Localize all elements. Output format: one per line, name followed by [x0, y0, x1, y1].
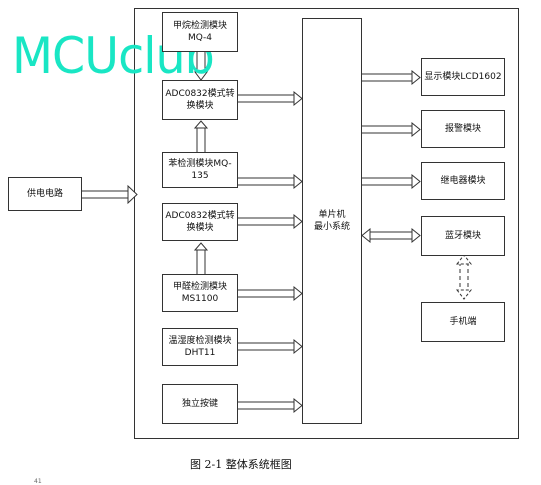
ms1100-label-1: 甲醛检测模块 — [172, 282, 227, 292]
system-frame — [134, 8, 519, 439]
key-label: 独立按键 — [181, 399, 218, 409]
mq4-module-box: 甲烷检测模块 MQ-4 — [162, 12, 238, 52]
arrow-bluetooth-phone — [459, 262, 469, 292]
bluetooth-module-box: 蓝牙模块 — [421, 216, 505, 256]
arrow-mcu-relay — [362, 177, 414, 186]
figure-caption: 图 2-1 整体系统框图 — [190, 458, 292, 471]
power-supply-box: 供电电路 — [8, 177, 82, 211]
mcu-label-1: 单片机 — [318, 210, 346, 220]
power-supply-label: 供电电路 — [26, 189, 63, 199]
mq4-label-2: MQ-4 — [187, 33, 213, 43]
ms1100-module-box: 甲醛检测模块 MS1100 — [162, 274, 238, 312]
adc1-label-1: ADC0832模式转 — [165, 89, 235, 99]
adc2-label-1: ADC0832模式转 — [165, 211, 235, 221]
mq4-label-1: 甲烷检测模块 — [172, 21, 227, 31]
bluetooth-label: 蓝牙模块 — [444, 231, 481, 241]
lcd-label: 显示模块LCD1602 — [424, 72, 502, 82]
adc1-label-2: 换模块 — [186, 101, 214, 111]
alarm-module-box: 报警模块 — [421, 110, 505, 148]
arrow-dht11-mcu — [238, 342, 296, 351]
dht11-label-1: 温湿度检测模块 — [168, 336, 232, 346]
alarm-label: 报警模块 — [444, 124, 481, 134]
adc0832-box-2: ADC0832模式转 换模块 — [162, 203, 238, 241]
arrow-ms1100-mcu — [238, 289, 296, 298]
arrow-mq135-mcu — [238, 177, 296, 186]
arrow-key-mcu — [238, 401, 296, 410]
dht11-module-box: 温湿度检测模块 DHT11 — [162, 328, 238, 366]
relay-label: 继电器模块 — [440, 176, 486, 186]
arrow-mcu-bluetooth — [370, 231, 414, 240]
arrow-power — [82, 187, 133, 202]
arrow-adc2-mcu — [238, 217, 296, 226]
phone-label: 手机端 — [449, 317, 477, 327]
lcd-module-box: 显示模块LCD1602 — [421, 58, 505, 96]
ms1100-label-2: MS1100 — [181, 294, 219, 304]
arrow-mcu-alarm — [362, 125, 414, 134]
arrow-mq135-adc — [196, 126, 206, 152]
page-mark: 41 — [34, 478, 42, 485]
relay-module-box: 继电器模块 — [421, 162, 505, 200]
mq135-module-box: 苯检测模块MQ- 135 — [162, 152, 238, 188]
arrow-ms1100-adc — [196, 248, 206, 274]
mcu-label-2: 最小系统 — [313, 222, 350, 232]
arrow-mcu-lcd — [362, 73, 414, 82]
phone-box: 手机端 — [421, 302, 505, 342]
arrow-mq4-adc — [196, 51, 206, 75]
mcu-box: 单片机 最小系统 — [302, 18, 362, 424]
mq135-label-1: 苯检测模块MQ- — [168, 159, 232, 169]
adc0832-box-1: ADC0832模式转 换模块 — [162, 80, 238, 120]
key-module-box: 独立按键 — [162, 384, 238, 424]
dht11-label-2: DHT11 — [184, 348, 216, 358]
arrow-adc1-mcu — [238, 94, 296, 103]
adc2-label-2: 换模块 — [186, 223, 214, 233]
mq135-label-2: 135 — [191, 171, 209, 181]
